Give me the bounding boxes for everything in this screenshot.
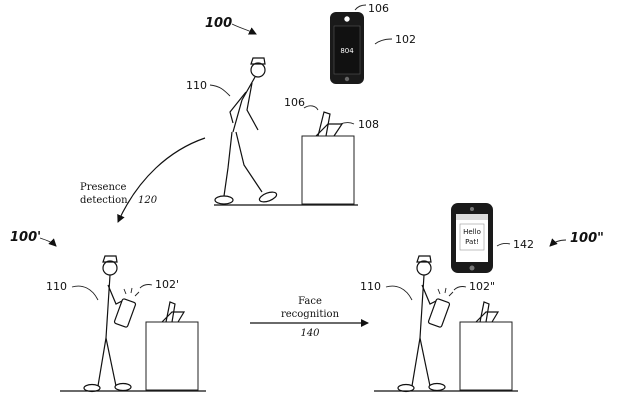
ref-110-top: 110 — [186, 79, 207, 92]
person-top-foot-front — [258, 191, 278, 203]
leader-108 — [339, 122, 355, 125]
phone-142-text-line1: Hello — [463, 228, 481, 236]
person-right-foot-front — [428, 382, 446, 392]
leader-110-top — [209, 84, 231, 97]
phone-102-double-prime-signal — [437, 287, 454, 297]
person-left-torso — [105, 274, 111, 339]
phone-102-prime-signal — [123, 287, 140, 297]
person-top-arm-front — [246, 82, 259, 131]
phone-102-home-button — [344, 76, 350, 82]
phone-102-camera — [343, 15, 351, 23]
ref-102-prime: 102' — [155, 278, 179, 291]
docked-phone-right — [479, 301, 490, 323]
figure-label-100: 100 — [205, 16, 232, 31]
phone-102-screen-text: 804 — [340, 47, 354, 55]
ref-102-double-prime: 102" — [469, 280, 495, 293]
dock-108 — [315, 123, 344, 137]
figure-label-100-double-prime: 100" — [570, 231, 604, 246]
phone-102-double-prime-body — [427, 298, 451, 328]
docked-phone-106 — [317, 111, 331, 137]
phone-102: 804 — [330, 12, 364, 84]
ref-106-dock: 106 — [284, 96, 305, 109]
person-right-leg-front — [419, 337, 431, 387]
phone-142-text-line2: Pat! — [465, 238, 479, 246]
ref-110-right: 110 — [360, 280, 381, 293]
table-top — [301, 135, 355, 205]
person-left-leg-back — [97, 337, 107, 387]
person-right-cap — [416, 255, 432, 263]
person-110-walking — [214, 57, 278, 205]
leader-106-top — [354, 4, 367, 11]
person-left-head — [102, 260, 118, 276]
person-right-leg-back — [411, 337, 421, 387]
person-right-head — [416, 260, 432, 276]
ref-142: 142 — [513, 238, 534, 251]
presence-caption-line1: Presence — [80, 182, 127, 193]
leader-102-prime — [139, 284, 153, 289]
ref-110-left: 110 — [46, 280, 67, 293]
phone-102-prime — [113, 287, 140, 328]
person-top-torso — [232, 76, 256, 133]
phone-screen-142: Hello Pat! — [451, 203, 493, 273]
leader-110-left — [71, 285, 99, 301]
ref-106-top: 106 — [368, 2, 389, 15]
face-caption-line2: recognition — [281, 309, 340, 320]
phone-142-home-button — [469, 265, 475, 271]
person-right-torso — [419, 274, 425, 339]
person-top-arm-back — [229, 91, 247, 124]
leader-142 — [496, 242, 511, 247]
phone-142-message-box — [459, 223, 485, 251]
figure-label-100-prime: 100' — [10, 230, 41, 245]
phone-142-speaker — [470, 207, 474, 211]
ref-102-top: 102 — [395, 33, 416, 46]
leader-110-right — [385, 285, 413, 301]
person-top-foot-back — [214, 195, 234, 205]
leader-102-double-prime — [453, 286, 467, 291]
phone-102-double-prime — [427, 287, 454, 328]
person-top-leg-back — [223, 131, 233, 197]
figure-100-arrow — [231, 23, 257, 35]
ref-108: 108 — [358, 118, 379, 131]
figure-100-double-prime-arrow — [549, 238, 567, 247]
phone-102-prime-body — [113, 298, 137, 328]
leader-102-top — [374, 38, 393, 45]
docked-phone-left — [165, 301, 176, 323]
figure-100-prime-arrow — [39, 237, 57, 247]
person-left-cap — [102, 255, 118, 263]
table-right — [459, 321, 513, 391]
person-top-leg-front — [235, 131, 263, 193]
person-left-foot-front — [114, 382, 132, 392]
leader-106-dock — [303, 105, 319, 111]
face-caption-number: 140 — [300, 328, 320, 339]
person-110-standing-right — [397, 255, 446, 393]
face-caption-line1: Face — [298, 296, 322, 307]
person-left-leg-front — [105, 337, 117, 387]
presence-caption-line2: detection — [80, 195, 128, 206]
presence-detection-arrow — [117, 137, 206, 223]
phone-142-status-bar — [456, 214, 488, 220]
phone-102-screen — [333, 25, 361, 75]
table-left — [145, 321, 199, 391]
person-top-head — [250, 62, 266, 78]
person-top-cap — [250, 57, 266, 65]
presence-caption-number: 120 — [138, 195, 158, 206]
